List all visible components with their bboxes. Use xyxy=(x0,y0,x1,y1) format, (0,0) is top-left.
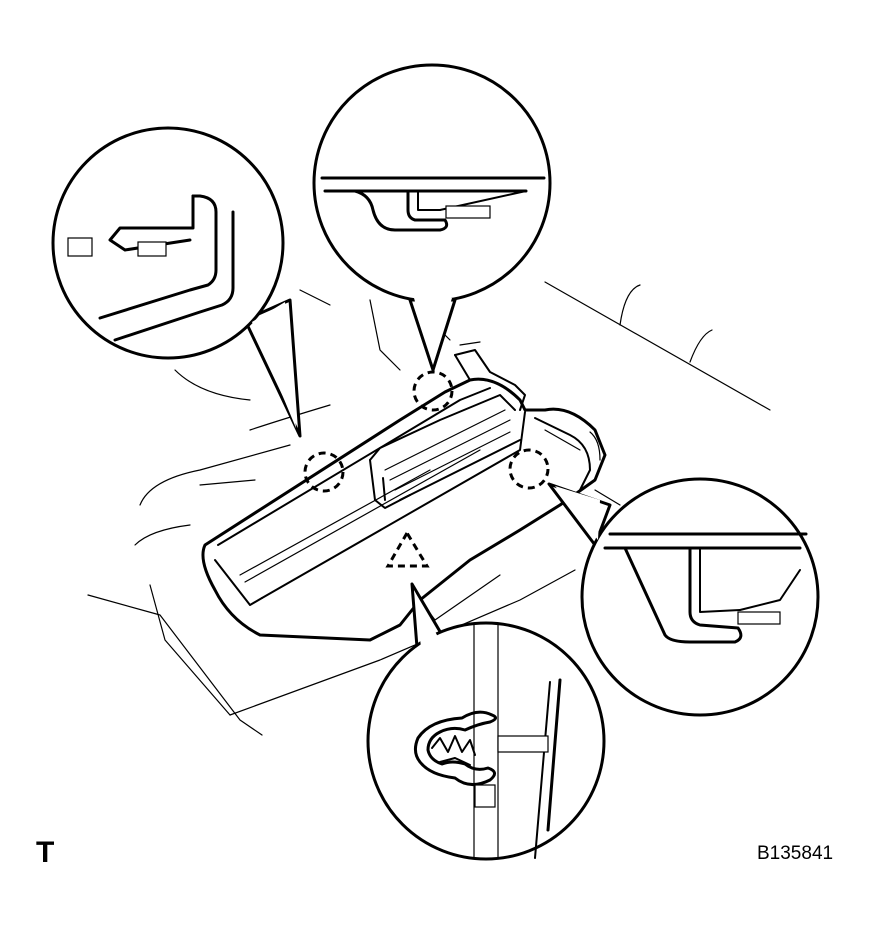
callout-left-claw xyxy=(51,126,302,438)
callout-right-clip xyxy=(547,477,820,717)
clip-location-left xyxy=(303,451,345,493)
clip-location-top xyxy=(412,370,454,412)
clip-location-right xyxy=(508,448,550,490)
clip-location-markers xyxy=(303,370,550,568)
callout-bottom-clip xyxy=(366,582,606,861)
view-marker-label: T xyxy=(36,836,55,869)
figure-code-label: B135841 xyxy=(757,843,834,864)
clip-location-center xyxy=(385,530,430,568)
console-box xyxy=(201,341,621,642)
callout-top-clip xyxy=(312,63,552,372)
